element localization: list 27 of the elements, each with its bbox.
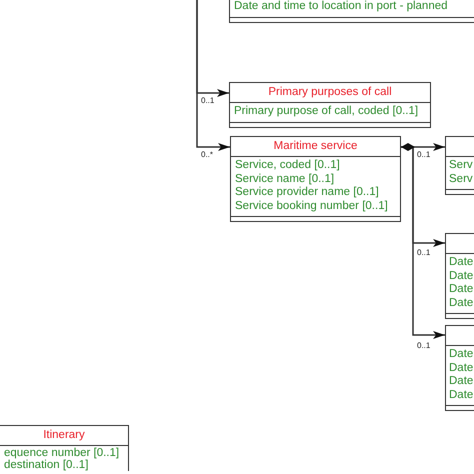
multiplicity-label: 0..1 bbox=[201, 96, 214, 105]
class-box bbox=[230, 136, 401, 222]
attribute-text: equence number [0..1] bbox=[4, 448, 120, 460]
association-arrow bbox=[196, 0, 230, 151]
multiplicity-label: 0..1 bbox=[417, 341, 430, 350]
multiplicity-label: 0..1 bbox=[417, 248, 430, 257]
class-box bbox=[445, 325, 474, 411]
class-name: Itinerary bbox=[43, 429, 85, 441]
attribute-text: Service provider name [0..1] bbox=[235, 186, 380, 200]
attribute-text: Date and time to location in port - planned bbox=[234, 0, 449, 14]
attribute-text: Serv bbox=[449, 159, 470, 172]
class-box bbox=[0, 425, 129, 471]
attribute-text: Serv bbox=[449, 172, 470, 186]
class-box bbox=[445, 233, 474, 319]
class-name: Maritime service bbox=[274, 140, 358, 152]
attribute-text: Service booking number [0..1] bbox=[235, 200, 389, 213]
attribute-text: Service name [0..1] bbox=[235, 172, 336, 186]
multiplicity-label: 0..* bbox=[201, 150, 214, 159]
association-arrow bbox=[401, 146, 445, 339]
class-name: Primary purposes of call bbox=[268, 86, 392, 98]
attribute-text: Service, coded [0..1] bbox=[235, 159, 341, 172]
attribute-text: destination [0..1] bbox=[4, 460, 90, 471]
class-box bbox=[229, 0, 474, 22]
attribute-text: Primary purpose of call, coded [0..1] bbox=[234, 105, 420, 118]
class-box bbox=[229, 82, 431, 128]
multiplicity-label: 0..1 bbox=[417, 150, 430, 159]
class-box bbox=[445, 136, 474, 195]
